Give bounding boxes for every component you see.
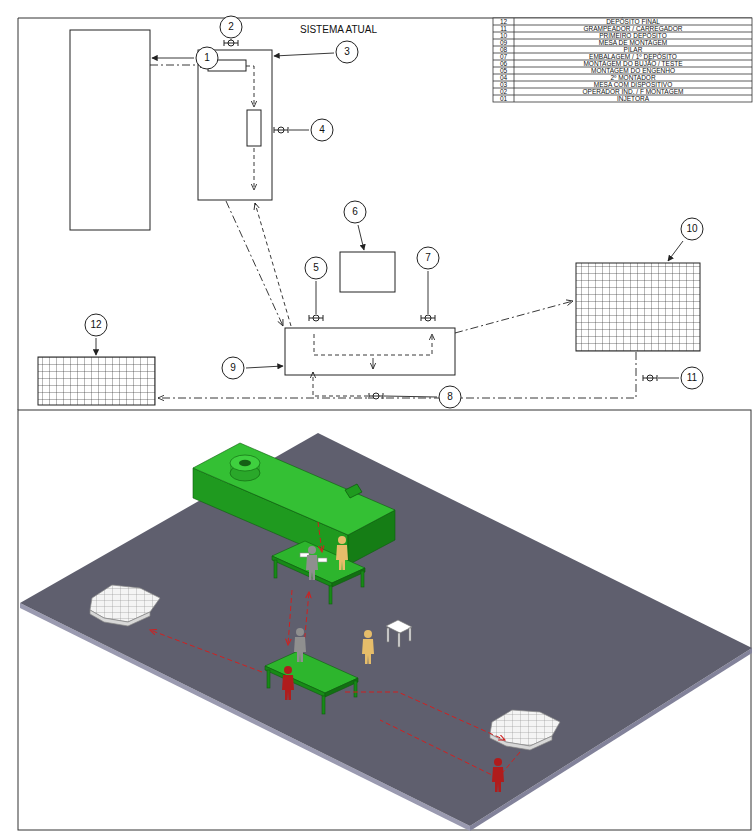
table-number: 04: [493, 74, 514, 81]
callout-number: 2: [228, 22, 234, 32]
callout-circle: 12: [84, 313, 108, 337]
callout-circle: 1: [195, 46, 219, 70]
callout-circle: 6: [343, 200, 367, 224]
pillar-box: [340, 252, 395, 292]
table-number: 09: [493, 39, 514, 46]
injector-box: [70, 30, 150, 230]
callout-number: 1: [204, 53, 210, 63]
table-number: 12: [493, 18, 514, 25]
callout-number: 10: [686, 224, 697, 234]
callout-circle: 4: [310, 118, 334, 142]
assembly-tables: [265, 541, 365, 714]
operators: [282, 536, 504, 792]
callout-number: 11: [687, 373, 697, 383]
table-cell: DEPÓSITO FINAL: [514, 18, 752, 25]
callout-number: 8: [447, 392, 453, 402]
callout-number: 12: [90, 320, 101, 330]
callout-number: 7: [425, 253, 431, 263]
callout-circle: 7: [416, 246, 440, 270]
callout-number: 9: [230, 363, 236, 373]
table-cell: MONTAGEM DO BUJÃO / TESTE: [514, 60, 752, 67]
drawing-frame: [18, 18, 752, 830]
fixture-table: [198, 50, 272, 200]
table-number: 06: [493, 60, 514, 67]
callout-circle: 9: [221, 356, 245, 380]
table-number: 01: [493, 95, 514, 102]
fixture: [247, 110, 261, 146]
pillar-stool: [386, 620, 412, 647]
final-deposit: [38, 357, 155, 405]
table-cell: PILAR: [514, 46, 752, 53]
table-cell: INJETORA: [514, 95, 752, 102]
table-number: 03: [493, 81, 514, 88]
flow-arrows: [150, 522, 520, 778]
table-number: 02: [493, 88, 514, 95]
drawing-title: SISTEMA ATUAL: [300, 24, 377, 35]
table-number: 10: [493, 32, 514, 39]
callout-circle: 3: [335, 40, 359, 64]
table-number: 07: [493, 53, 514, 60]
table-cell: MESA COM DISPOSITIVO: [514, 81, 752, 88]
legend-table: [493, 18, 752, 102]
table-number: 08: [493, 46, 514, 53]
table-number: 05: [493, 67, 514, 74]
callout-number: 3: [344, 47, 350, 57]
table-cell: GRAMPEADOR / CARREGADOR: [514, 25, 752, 32]
callout-number: 5: [313, 263, 319, 273]
assembly-table: [285, 328, 455, 375]
callout-circle: 8: [438, 385, 462, 409]
callout-number: 4: [319, 125, 325, 135]
table-number: 11: [493, 25, 514, 32]
deposit-stacks: [90, 585, 560, 750]
callout-circle: 11: [680, 366, 704, 390]
flow-lines: [150, 65, 636, 398]
table-cell: MONTAGEM DO ENGENHO: [514, 67, 752, 74]
callout-circle: 5: [304, 256, 328, 280]
callout-number: 6: [352, 207, 358, 217]
callout-circle: 10: [680, 217, 704, 241]
table-cell: EMBALAGEM / 1º DEPÓSITO: [514, 53, 752, 60]
table-cell: OPERADOR IND. / F MONTAGEM: [514, 88, 752, 95]
table-cell: MESA DE MONTAGEM: [514, 39, 752, 46]
table-cell: 2º MONTADOR: [514, 74, 752, 81]
table-cell: PRIMEIRO DEPÓSITO: [514, 32, 752, 39]
callout-circle: 2: [219, 15, 243, 39]
first-deposit: [576, 263, 700, 351]
floor-plate: [20, 433, 752, 831]
